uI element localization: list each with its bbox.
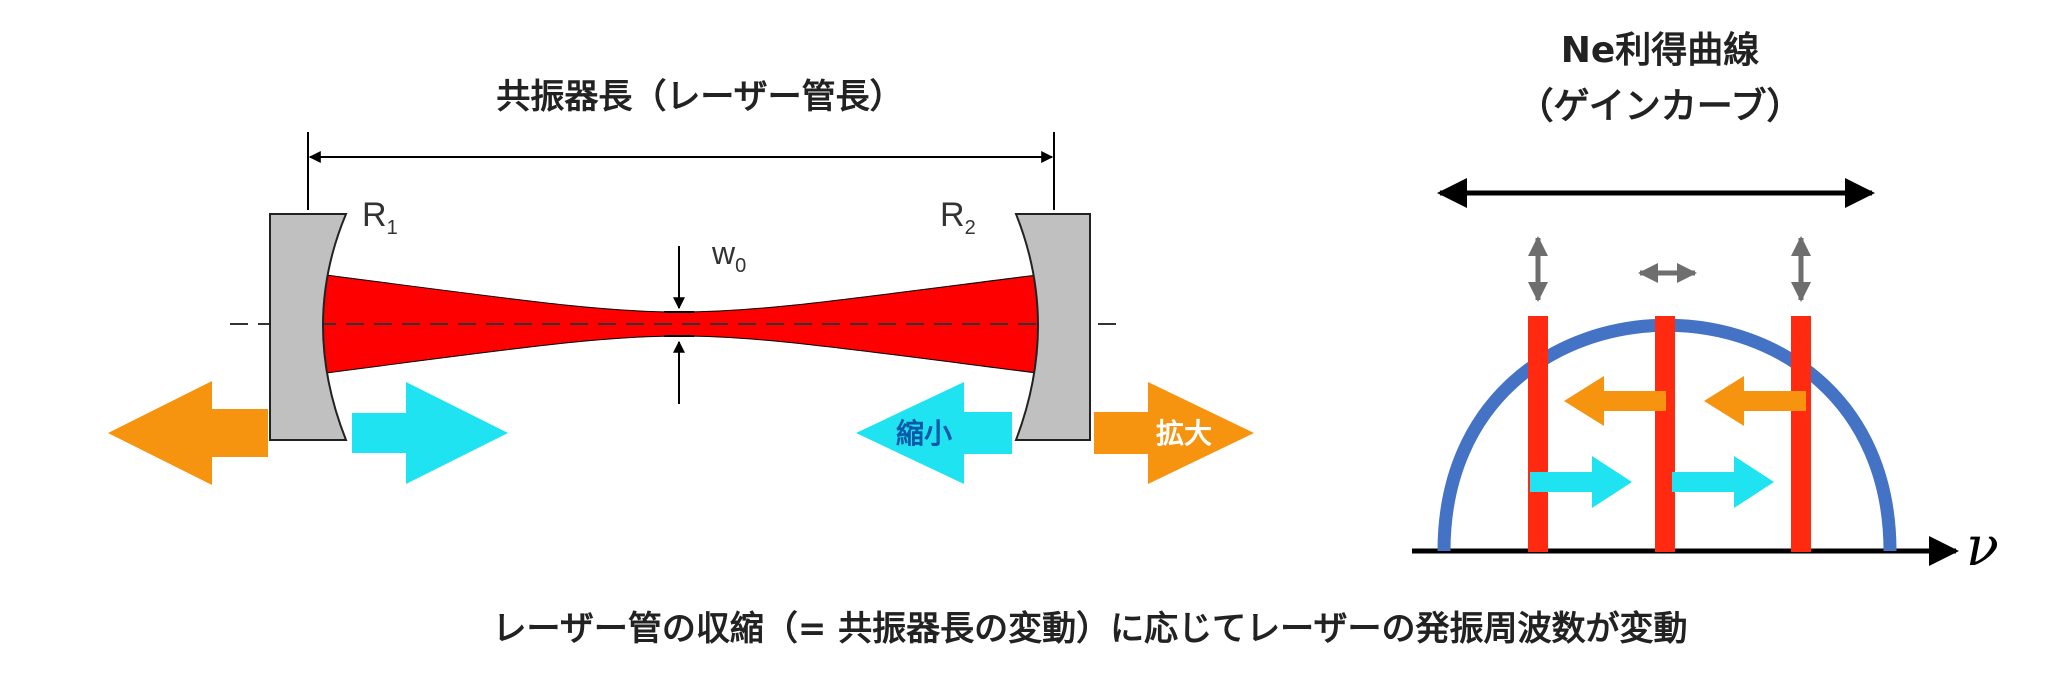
gain-title-line1: Ne利得曲線 [1561, 30, 1760, 71]
left-mirror [269, 213, 348, 441]
expand-label: 拡大 [1156, 417, 1212, 450]
mirror-left-subscript: 1 [387, 217, 398, 239]
mode-line-1 [1528, 316, 1548, 552]
left-shrink-arrow [352, 382, 508, 484]
mode-line-2 [1655, 316, 1675, 552]
right-mirror [1014, 213, 1091, 441]
mode-shift-right-arrow-2 [1672, 456, 1774, 508]
svg-text:w0: w0 [711, 235, 746, 277]
svg-text:R2: R2 [940, 196, 976, 239]
mode-shift-left-arrow-1 [1564, 376, 1666, 426]
mirror-left-label: R [362, 196, 387, 234]
beam-waist-marker [664, 246, 694, 404]
mode-shift-left-arrow-2 [1704, 376, 1806, 426]
caption: レーザー管の収縮（= 共振器長の変動）に応じてレーザーの発振周波数が変動 [493, 609, 1688, 649]
frequency-axis-symbol: ν [1966, 515, 1999, 578]
left-expand-arrow [108, 381, 268, 485]
gain-title-line2: （ゲインカーブ） [1517, 85, 1802, 127]
mode-line-3 [1791, 316, 1811, 552]
shrink-label: 縮小 [896, 417, 952, 450]
waist-label: w [711, 235, 736, 271]
cavity-length-dimension [307, 132, 1055, 210]
mirror-right-label: R [940, 196, 965, 234]
mirror-right-subscript: 2 [965, 217, 976, 239]
mode-shift-right-arrow-1 [1530, 456, 1632, 508]
right-expand-arrow [1094, 382, 1254, 484]
right-shrink-arrow [856, 382, 1012, 484]
waist-subscript: 0 [735, 255, 746, 277]
svg-text:R1: R1 [362, 196, 398, 239]
cavity-title: 共振器長（レーザー管長） [496, 77, 903, 117]
